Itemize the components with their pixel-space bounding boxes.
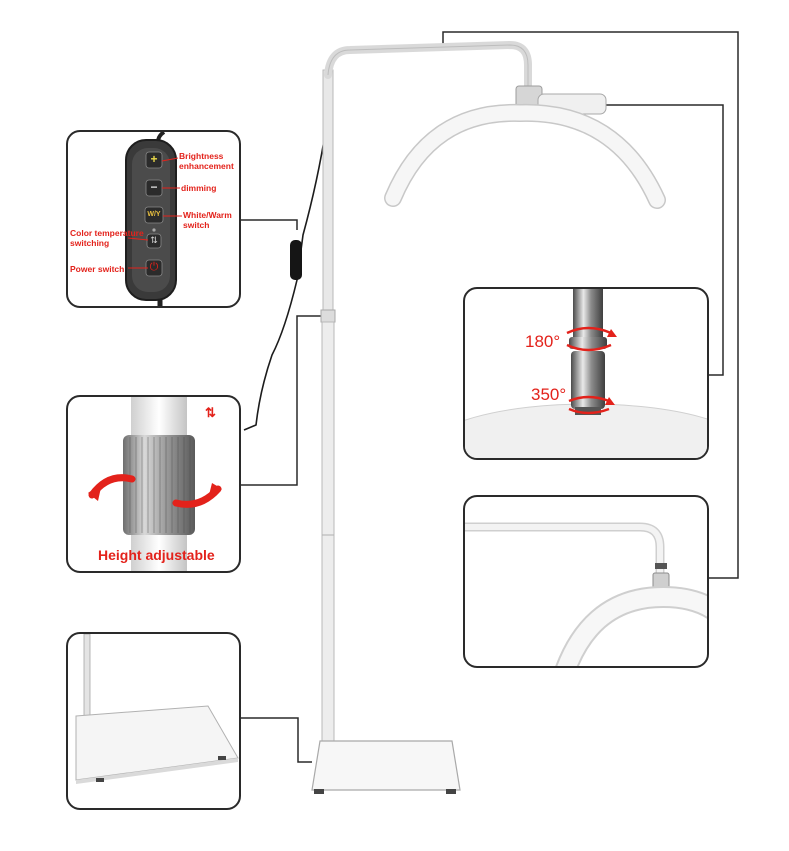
rotation-350-label: 350°	[531, 385, 567, 404]
controller-glyph-plus: +	[150, 152, 158, 166]
dimming-label: dimming	[181, 183, 217, 193]
color-temperature-label: Color temperature switching	[70, 228, 144, 248]
controller-glyph-power: ⏻	[149, 261, 159, 273]
lower-pole	[321, 321, 335, 743]
height-knob	[123, 435, 195, 535]
base-panel	[66, 632, 241, 810]
rotation-180-label: 180°	[525, 332, 561, 351]
height-lock	[320, 309, 336, 323]
rotate-180-arrow-icon	[566, 326, 612, 335]
white-warm-button-icon	[144, 206, 164, 224]
white-warm-label: White/Warm switch	[183, 210, 232, 230]
stand-base	[311, 740, 461, 791]
color-temperature-button-icon	[146, 233, 162, 249]
power-switch-label: Power switch	[70, 264, 125, 274]
height-arrows-icon: ⇅	[205, 405, 216, 420]
rotation-panel: 180° 350°	[463, 287, 709, 460]
brightness-button-icon	[145, 151, 163, 169]
controller-glyph-minus: −	[150, 180, 158, 194]
power-cable	[243, 127, 327, 431]
brightness-label: Brightness enhancement	[179, 151, 234, 171]
controller-glyph-wy: W/Y	[147, 211, 161, 218]
inline-controller	[290, 240, 302, 280]
rotation-joint-drawing	[465, 289, 707, 458]
arm-closeup-drawing	[465, 522, 707, 666]
height-adjust-panel: ⇅ Height adjustable	[66, 395, 241, 573]
arm-panel	[463, 495, 709, 668]
top-arm	[324, 40, 532, 94]
half-moon-lamp	[385, 105, 665, 208]
base-closeup-drawing	[75, 634, 239, 784]
upper-pole	[322, 69, 334, 321]
rotate-350-arrow-icon	[568, 395, 610, 403]
controller-panel: + − W/Y ⇅ ⏻ Brightness enhancement dimmi…	[66, 130, 241, 308]
height-adjustable-label: Height adjustable	[98, 547, 215, 563]
controller-drawing	[125, 132, 182, 306]
height-knob-drawing	[88, 397, 222, 571]
connector-lines	[240, 31, 739, 763]
controller-glyph-temp: ⇅	[150, 235, 158, 245]
